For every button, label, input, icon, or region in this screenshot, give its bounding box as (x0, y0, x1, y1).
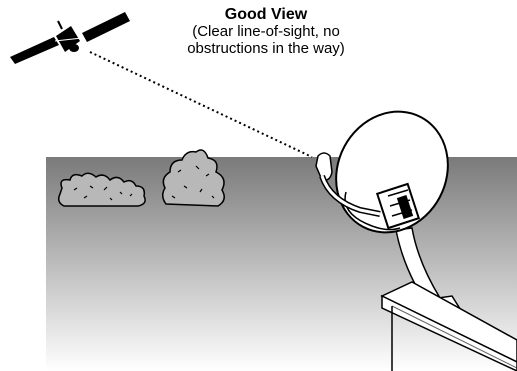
line-of-sight (90, 52, 312, 157)
caption-subtitle-line-1: (Clear line-of-sight, no (150, 23, 382, 40)
satellite-icon (10, 12, 130, 64)
caption-title: Good View (150, 6, 382, 23)
caption: Good View (Clear line-of-sight, no obstr… (150, 6, 382, 57)
caption-subtitle-line-2: obstructions in the way) (150, 40, 382, 57)
